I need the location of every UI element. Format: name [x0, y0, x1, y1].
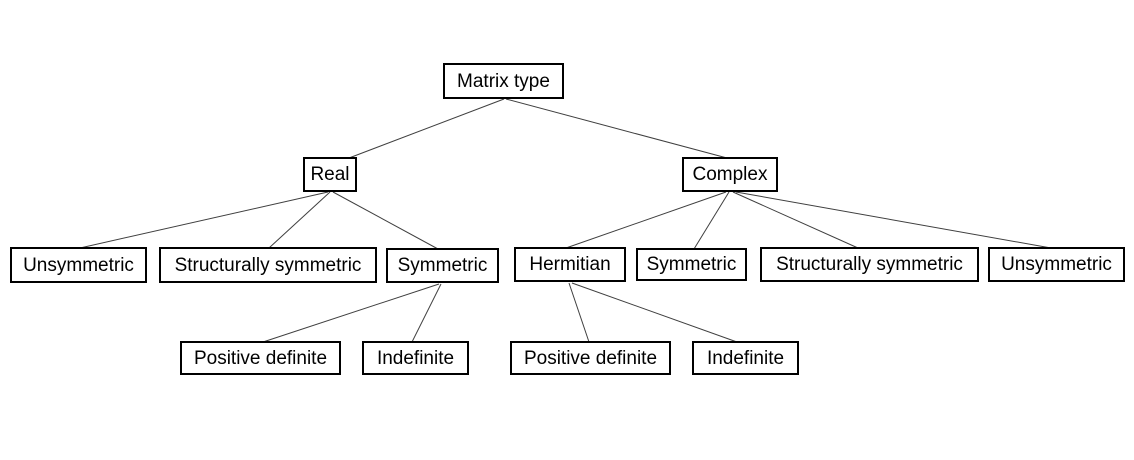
edge-matrix-type-real: [348, 98, 505, 159]
node-real-structurally-symmetric-label: Structurally symmetric: [174, 254, 362, 276]
node-complex-unsymmetric: Unsymmetric: [988, 247, 1125, 282]
edge-matrix-type-complex: [505, 98, 728, 159]
node-complex-label: Complex: [692, 164, 768, 185]
edge-complex-structurally-symmetric: [732, 191, 859, 249]
node-complex-structurally-symmetric-label: Structurally symmetric: [776, 254, 963, 275]
node-hermitian-positive-definite: Positive definite: [510, 341, 671, 375]
edge-hermitian-indefinite: [571, 282, 738, 343]
node-complex-symmetric: Symmetric: [636, 248, 747, 281]
node-complex-unsymmetric-label: Unsymmetric: [1001, 254, 1112, 275]
node-real-symmetric-label: Symmetric: [397, 255, 488, 276]
node-complex-symmetric-label: Symmetric: [646, 254, 737, 275]
edge-real-symmetric: [332, 191, 439, 250]
node-real-unsymmetric-label: Unsymmetric: [23, 254, 134, 276]
node-real: Real: [303, 157, 357, 192]
node-real-positive-definite-label: Positive definite: [193, 347, 328, 369]
node-hermitian-label: Hermitian: [529, 254, 611, 275]
edge-real-symmetric-indefinite: [411, 283, 442, 343]
node-real-label: Real: [310, 164, 350, 185]
node-hermitian-indefinite-label: Indefinite: [706, 347, 785, 369]
node-matrix-type-label: Matrix type: [457, 70, 550, 92]
node-hermitian-indefinite: Indefinite: [692, 341, 799, 375]
edge-real-symmetric-positive-definite: [262, 283, 440, 343]
edge-complex-hermitian: [565, 191, 727, 249]
edge-hermitian-positive-definite: [568, 282, 590, 343]
node-real-positive-definite: Positive definite: [180, 341, 341, 375]
node-complex: Complex: [682, 157, 778, 192]
edge-real-unsymmetric: [79, 191, 329, 249]
node-real-unsymmetric: Unsymmetric: [10, 247, 147, 283]
node-real-indefinite: Indefinite: [362, 341, 469, 375]
node-real-indefinite-label: Indefinite: [376, 347, 455, 369]
node-matrix-type: Matrix type: [443, 63, 564, 99]
node-hermitian: Hermitian: [514, 247, 626, 282]
node-real-symmetric: Symmetric: [386, 248, 499, 283]
node-real-structurally-symmetric: Structurally symmetric: [159, 247, 377, 283]
edge-real-structurally-symmetric: [268, 191, 331, 249]
edge-complex-symmetric: [693, 191, 730, 250]
node-hermitian-positive-definite-label: Positive definite: [523, 347, 658, 369]
edge-complex-unsymmetric: [735, 191, 1052, 249]
node-complex-structurally-symmetric: Structurally symmetric: [760, 247, 979, 282]
